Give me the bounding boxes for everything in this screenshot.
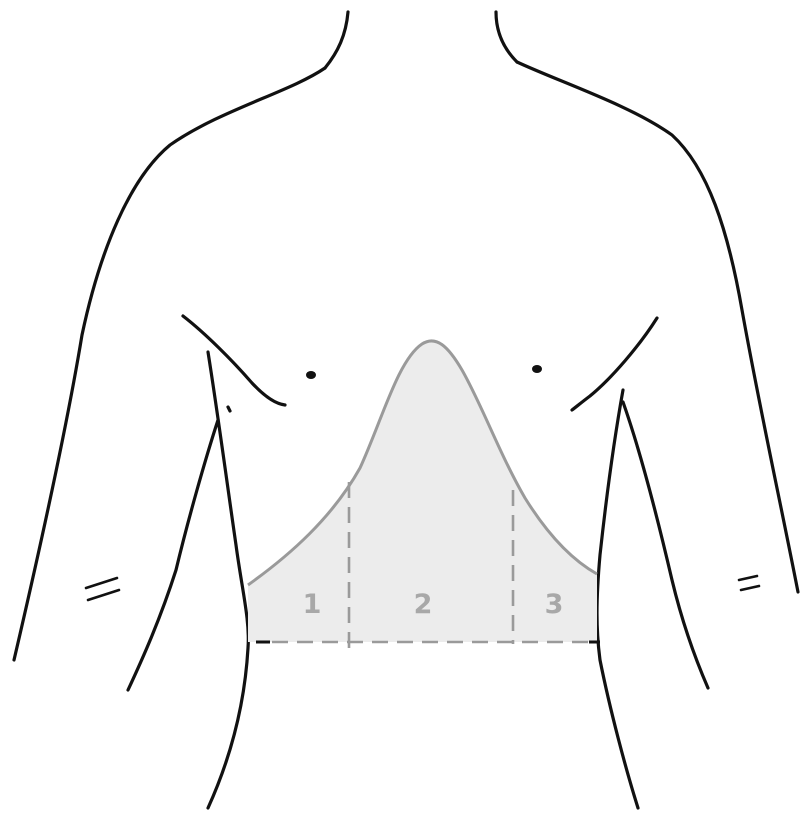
break-mark-left: [86, 578, 119, 600]
right-torso-side-line: [597, 390, 638, 808]
region-label-1: 1: [303, 589, 322, 620]
right-nipple: [532, 365, 542, 373]
left-torso-side-line: [208, 352, 248, 808]
neck-right-line: [496, 12, 517, 62]
break-mark-right: [739, 576, 759, 590]
right-shoulder-arm-line: [517, 62, 798, 592]
region-label-3: 3: [545, 589, 564, 620]
region-label-2: 2: [414, 589, 433, 620]
left-pectoral-line: [183, 316, 285, 405]
left-nipple: [306, 371, 316, 379]
right-pectoral-line: [572, 318, 657, 410]
right-inner-arm-line: [623, 402, 708, 688]
left-axilla-tick: [228, 407, 230, 411]
left-inner-arm-line: [128, 420, 218, 690]
neck-left-line: [325, 12, 348, 68]
